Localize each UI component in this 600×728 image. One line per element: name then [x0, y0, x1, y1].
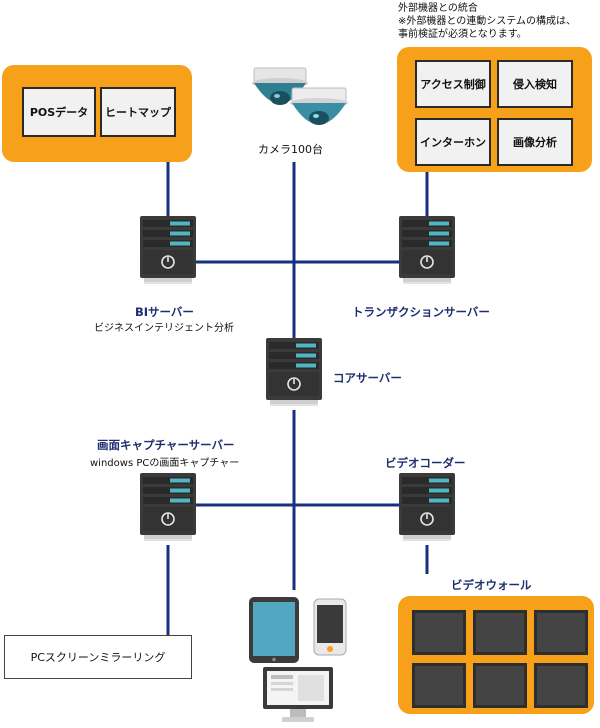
- heatmap-label: ヒートマップ: [105, 106, 171, 119]
- heatmap-box: ヒートマップ: [100, 87, 176, 137]
- camera-label: カメラ100台: [258, 143, 323, 156]
- videowall-screen-display: [476, 666, 524, 705]
- bi-server-label: BIサーバー: [135, 305, 194, 319]
- image-analysis-box: 画像分析: [497, 118, 573, 166]
- videowall-screen-display: [476, 613, 524, 652]
- videowall-screen-display: [537, 613, 585, 652]
- pc-mirroring-label: PCスクリーンミラーリング: [30, 651, 166, 664]
- intrusion-detection-box: 侵入検知: [497, 60, 573, 108]
- external-note-line-2: ※外部機器との連動システムの構成は、: [398, 16, 576, 27]
- image-analysis-label: 画像分析: [513, 136, 557, 149]
- core-server-label: コアサーバー: [333, 371, 402, 385]
- videowall-screen-display: [415, 666, 463, 705]
- capture-server-icon: [140, 473, 196, 545]
- videowall-screens: [412, 610, 588, 708]
- external-note-line-3: 事前検証が必須となります。: [398, 29, 527, 40]
- intercom-box: インターホン: [415, 118, 491, 166]
- core-server-icon: [266, 338, 322, 410]
- capture-server-label: 画面キャプチャーサーバー: [97, 438, 235, 452]
- transaction-server-icon: [399, 216, 455, 288]
- videowall-label: ビデオウォール: [451, 578, 532, 592]
- bi-server-icon: [140, 216, 196, 288]
- desktop-monitor-icon: [263, 667, 333, 722]
- dome-camera-icon: [252, 67, 348, 125]
- intercom-label: インターホン: [420, 136, 486, 149]
- bi-server-sublabel: ビジネスインテリジェント分析: [94, 323, 234, 334]
- capture-server-sublabel: windows PCの画面キャプチャー: [90, 458, 240, 469]
- intrusion-detection-label: 侵入検知: [513, 78, 557, 91]
- access-control-label: アクセス制御: [420, 78, 486, 91]
- external-note-line-1: 外部機器との統合: [398, 3, 478, 14]
- video-decoder-label: ビデオコーダー: [385, 456, 466, 470]
- videowall-screen-display: [415, 613, 463, 652]
- tablet-icon: [249, 597, 299, 663]
- pc-mirroring-box: PCスクリーンミラーリング: [4, 635, 192, 679]
- smartphone-icon: [313, 598, 347, 656]
- pos-data-label: POSデータ: [29, 106, 89, 119]
- videowall-screen-display: [537, 666, 585, 705]
- transaction-server-label: トランザクションサーバー: [352, 305, 490, 319]
- pos-data-box: POSデータ: [22, 87, 96, 137]
- access-control-box: アクセス制御: [415, 60, 491, 108]
- video-decoder-server-icon: [399, 473, 455, 545]
